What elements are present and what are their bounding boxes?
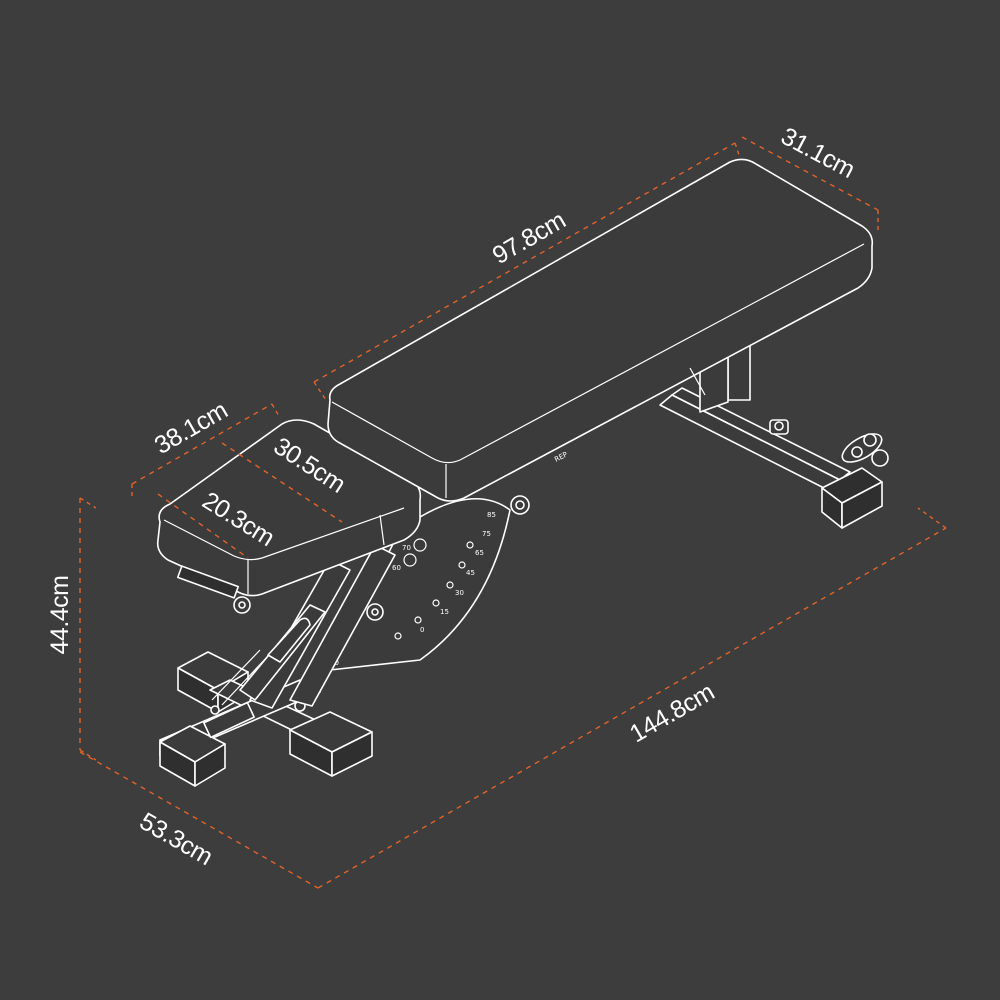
rear-upright [699, 339, 751, 413]
height-label: 44.4cm [46, 576, 74, 655]
angle-mark: 75 [482, 530, 491, 538]
backrest-width-label: 31.1cm [776, 122, 859, 184]
seat-back-width-line [157, 493, 249, 559]
adjustment-knob [233, 495, 530, 621]
total-length-line [317, 527, 947, 889]
seat-pad [156, 419, 422, 599]
bench-illustration: 85 75 65 45 30 15 0 90 70 60 [156, 158, 889, 787]
seat-front-width-line [221, 442, 343, 523]
angle-mark: 70 [402, 544, 411, 552]
total-length-label: 144.8cm [625, 678, 719, 748]
angle-mark: 65 [475, 549, 484, 557]
brand-logo: REP [553, 451, 569, 464]
angle-mark: 15 [440, 608, 449, 616]
base-width-label: 53.3cm [135, 807, 217, 871]
angle-plate: 85 75 65 45 30 15 0 90 70 60 [329, 498, 511, 671]
angle-mark: 85 [487, 511, 496, 519]
angle-mark: 60 [392, 564, 401, 572]
seat-length-line [131, 403, 273, 485]
rear-base-leg [659, 387, 889, 529]
seat-length-label: 38.1cm [150, 396, 232, 460]
angle-mark: 30 [455, 589, 464, 597]
angle-mark: 45 [466, 569, 475, 577]
front-base-leg [159, 651, 373, 787]
backrest-length-line [313, 142, 736, 383]
front-support-frame [211, 544, 396, 709]
dimension-lines [79, 136, 947, 889]
angle-mark: 0 [420, 626, 424, 634]
